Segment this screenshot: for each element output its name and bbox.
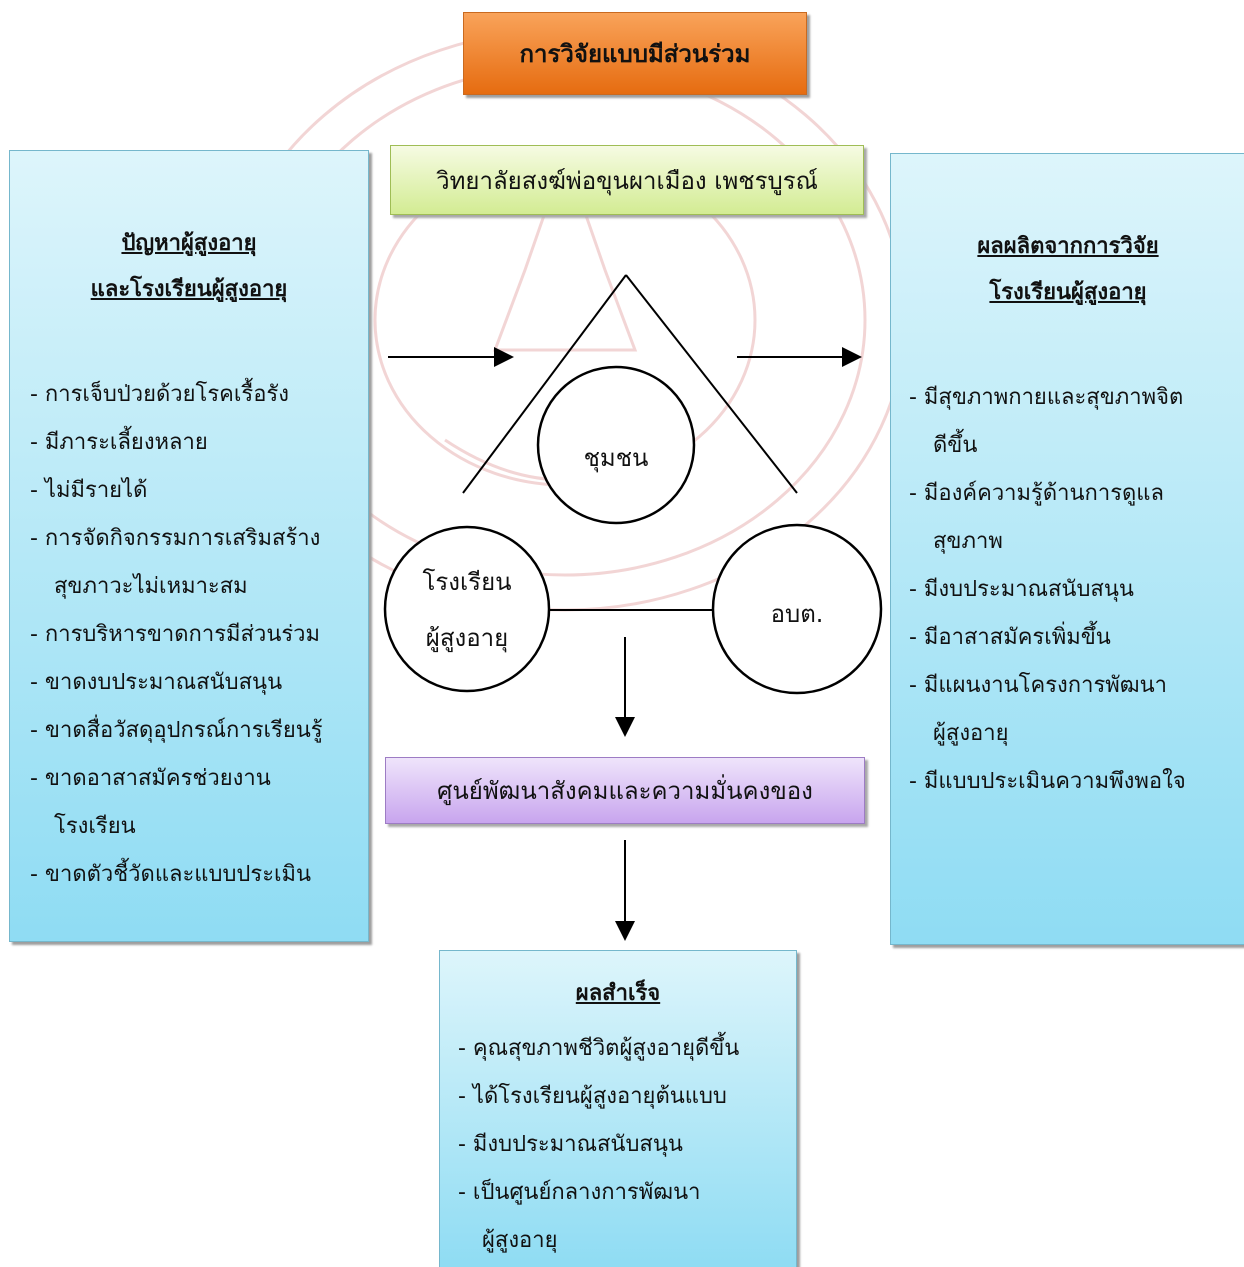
- sao-label: อบต.: [770, 600, 824, 628]
- problems-heading-2: และโรงเรียนผู้สูงอายุ: [90, 277, 288, 302]
- list-item-continuation: โรงเรียน: [54, 814, 136, 839]
- center-box: ศูนย์พัฒนาสังคมและความมั่นคงของ: [385, 757, 865, 824]
- list-item: - การเจ็บป่วยด้วยโรคเรื้อรัง: [30, 382, 289, 407]
- list-item-continuation: สุขภาพ: [933, 529, 1003, 554]
- school-label-1: โรงเรียน: [422, 568, 512, 596]
- list-item: - มีสุขภาพกายและสุขภาพจิต: [909, 385, 1184, 410]
- school-label-2: ผู้สูงอายุ: [425, 624, 509, 652]
- list-item: สุขภาพ: [891, 518, 1244, 566]
- outputs-heading-1: ผลผลิตจากการวิจัย: [977, 234, 1159, 259]
- outputs-heading-2: โรงเรียนผู้สูงอายุ: [989, 280, 1147, 305]
- list-item: - มีอาสาสมัครเพิ่มขึ้น: [909, 625, 1111, 650]
- list-item: - ขาดงบประมาณสนับสนุน: [30, 670, 283, 695]
- list-item: - การบริหารขาดการมีส่วนร่วม: [30, 622, 321, 647]
- list-item: ดีขึ้น: [891, 422, 1244, 470]
- research-title-text: การวิจัยแบบมีส่วนร่วม: [519, 40, 751, 68]
- list-item: - การจัดกิจกรรมการเสริมสร้าง: [30, 526, 321, 551]
- center-text: ศูนย์พัฒนาสังคมและความมั่นคงของ: [437, 777, 813, 805]
- list-item-continuation: ผู้สูงอายุ: [933, 721, 1009, 746]
- list-item: - ขาดสื่อวัสดุอุปกรณ์การเรียนรู้: [30, 718, 323, 743]
- list-item: สุขภาวะไม่เหมาะสม: [10, 563, 368, 611]
- list-item-continuation: ผู้สูงอายุ: [482, 1228, 558, 1253]
- list-item-continuation: ดีขึ้น: [933, 433, 978, 458]
- list-item-continuation: สุขภาวะไม่เหมาะสม: [54, 574, 248, 599]
- college-text: วิทยาลัยสงฆ์พ่อขุนผาเมือง เพชรบูรณ์: [436, 166, 818, 195]
- list-item: - มีแผนงานโครงการพัฒนา: [909, 673, 1168, 698]
- outputs-box: ผลผลิตจากการวิจัย โรงเรียนผู้สูงอายุ - ม…: [890, 153, 1244, 945]
- results-list: - คุณสุขภาพชีวิตผู้สูงอายุดีขึ้น - ได้โร…: [440, 1025, 796, 1265]
- list-item: - เป็นศูนย์กลางการพัฒนา: [458, 1180, 701, 1205]
- list-item: - มีองค์ความรู้ด้านการดูแล: [909, 481, 1164, 506]
- results-box: ผลสำเร็จ - คุณสุขภาพชีวิตผู้สูงอายุดีขึ้…: [439, 950, 797, 1267]
- list-item: โรงเรียน: [10, 803, 368, 851]
- list-item: - มีงบประมาณสนับสนุน: [458, 1132, 683, 1157]
- outputs-list: - มีสุขภาพกายและสุขภาพจิต ดีขึ้น - มีองค…: [891, 374, 1244, 806]
- list-item: - คุณสุขภาพชีวิตผู้สูงอายุดีขึ้น: [458, 1036, 740, 1061]
- list-item: ผู้สูงอายุ: [891, 710, 1244, 758]
- college-box: วิทยาลัยสงฆ์พ่อขุนผาเมือง เพชรบูรณ์: [390, 145, 864, 215]
- list-item: - ได้โรงเรียนผู้สูงอายุต้นแบบ: [458, 1084, 727, 1109]
- problems-list: - การเจ็บป่วยด้วยโรคเรื้อรัง - มีภาระเลี…: [10, 371, 368, 899]
- list-item: - มีแบบประเมินความพึงพอใจ: [909, 769, 1186, 794]
- list-item: - มีภาระเลี้ยงหลาย: [30, 430, 208, 455]
- list-item: - ไม่มีรายได้: [30, 478, 148, 503]
- research-title: การวิจัยแบบมีส่วนร่วม: [463, 12, 807, 95]
- problems-heading-1: ปัญหาผู้สูงอายุ: [121, 231, 257, 256]
- problems-box: ปัญหาผู้สูงอายุ และโรงเรียนผู้สูงอายุ - …: [9, 150, 369, 942]
- results-heading: ผลสำเร็จ: [575, 981, 661, 1006]
- community-label: ชุมชน: [583, 444, 649, 472]
- list-item: - มีงบประมาณสนับสนุน: [909, 577, 1134, 602]
- list-item: - ขาดตัวชี้วัดและแบบประเมิน: [30, 862, 312, 887]
- list-item: ผู้สูงอายุ: [440, 1217, 796, 1265]
- list-item: - ขาดอาสาสมัครช่วยงาน: [30, 766, 271, 791]
